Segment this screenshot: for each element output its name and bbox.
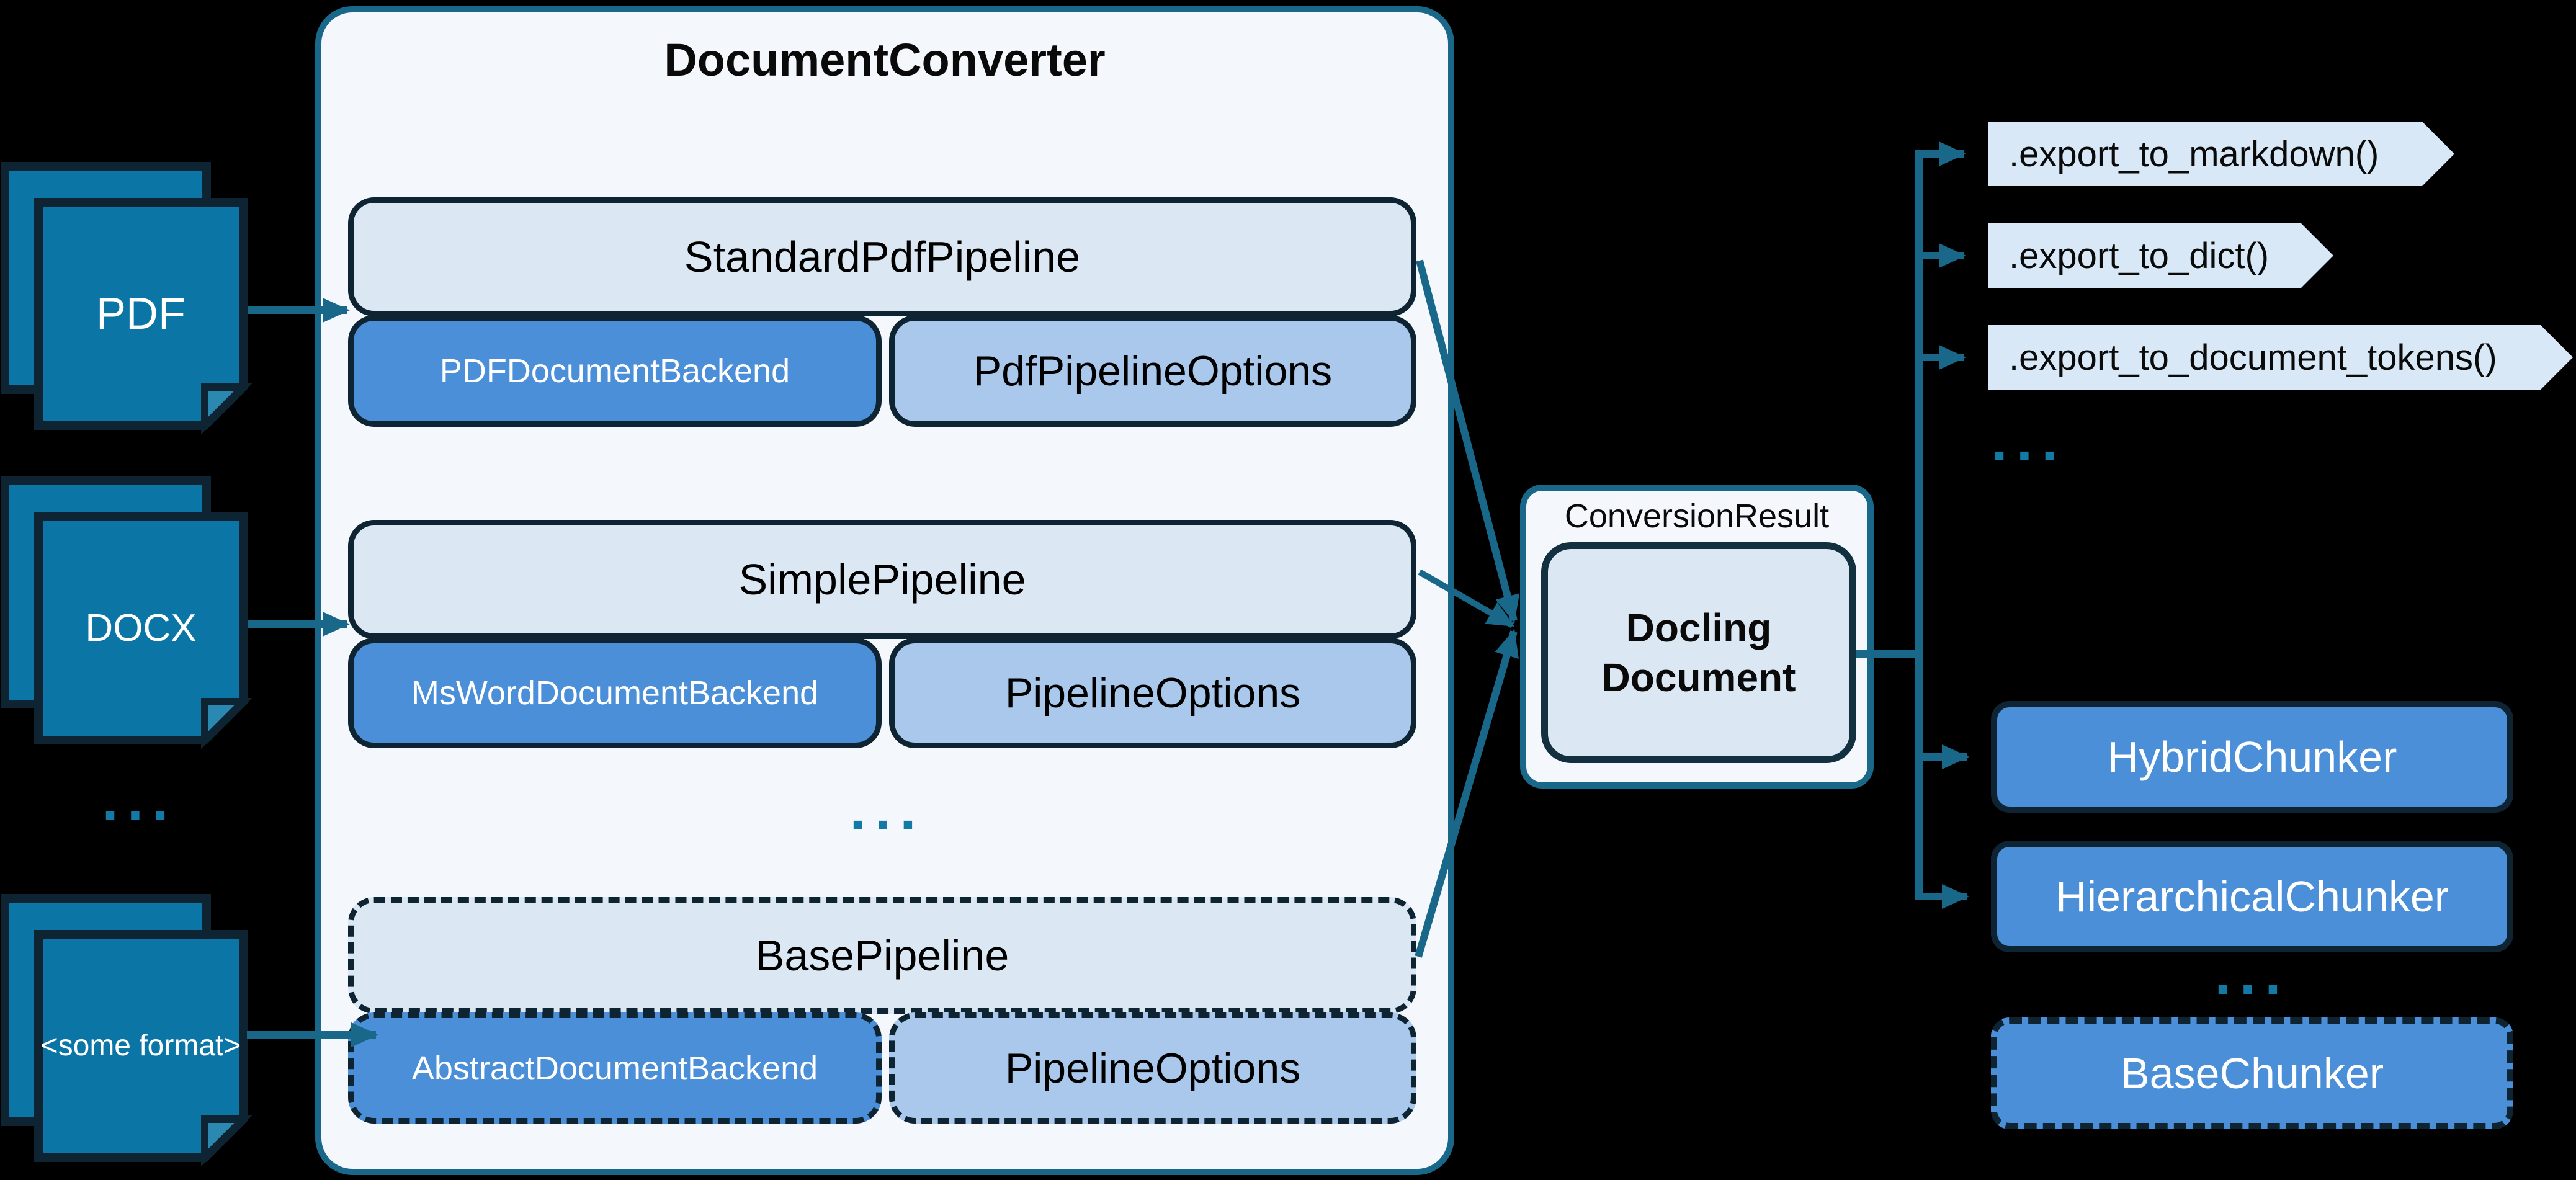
backend-pdf-document: PDFDocumentBackend	[348, 315, 882, 427]
input-label-some-format: <some format>	[40, 1029, 241, 1063]
converter-ellipsis: ...	[849, 777, 925, 843]
options-pdf-pipeline: PdfPipelineOptions	[889, 315, 1416, 427]
pipeline-base: BasePipeline	[348, 897, 1416, 1014]
document-converter-title: DocumentConverter	[664, 34, 1106, 86]
conversion-result-title: ConversionResult	[1564, 498, 1830, 535]
some-format-documents-icon	[1, 894, 253, 1167]
base-chunker-box: BaseChunker	[1991, 1017, 2513, 1129]
backend-abstract-document: AbstractDocumentBackend	[348, 1012, 882, 1124]
input-label-docx: DOCX	[85, 607, 197, 650]
docling-document-box: Docling Document	[1541, 542, 1856, 763]
backend-msword-document: MsWordDocumentBackend	[348, 638, 882, 748]
docx-documents-icon	[1, 476, 253, 749]
inputs-ellipsis: ...	[102, 767, 177, 833]
pipeline-simple: SimplePipeline	[348, 520, 1416, 639]
docling-document-label: Docling Document	[1601, 606, 1796, 700]
pdf-documents-icon	[1, 162, 253, 435]
pipeline-standard-pdf: StandardPdfPipeline	[348, 197, 1416, 316]
export-to-markdown-tag: .export_to_markdown()	[1988, 122, 2454, 186]
options-pipeline: PipelineOptions	[889, 638, 1416, 748]
options-base-pipeline: PipelineOptions	[889, 1012, 1416, 1124]
export-to-document-tokens-tag: .export_to_document_tokens()	[1988, 325, 2573, 390]
export-to-dict-tag: .export_to_dict()	[1988, 223, 2333, 288]
hierarchical-chunker-box: HierarchicalChunker	[1991, 841, 2513, 952]
input-label-pdf: PDF	[96, 288, 186, 339]
chunkers-ellipsis: ...	[2214, 941, 2290, 1007]
exports-ellipsis: ...	[1991, 408, 2067, 473]
hybrid-chunker-box: HybridChunker	[1991, 701, 2513, 813]
